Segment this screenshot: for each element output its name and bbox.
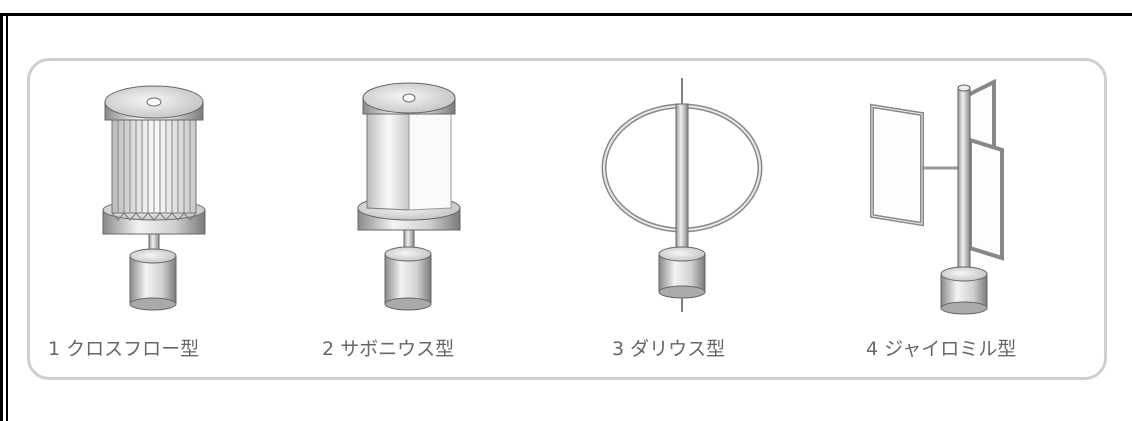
caption-savonius: 2 サボニウス型 [322, 334, 454, 361]
caption-number: 4 [866, 338, 879, 360]
frame-top-border [0, 13, 1132, 16]
caption-gyromill: 4 ジャイロミル型 [866, 334, 1016, 361]
frame-left-border [0, 13, 3, 421]
savonius-turbine-illustration [357, 82, 461, 311]
caption-number: 1 [48, 338, 61, 360]
caption-number: 2 [322, 338, 335, 360]
caption-label: ジャイロミル型 [884, 338, 1017, 360]
caption-cross-flow: 1 クロスフロー型 [48, 334, 199, 361]
turbine-panel [27, 58, 1107, 380]
caption-label: サボニウス型 [340, 338, 455, 360]
darrieus-turbine-illustration [601, 78, 763, 312]
caption-label: ダリウス型 [630, 338, 726, 360]
caption-darrieus: 3 ダリウス型 [612, 334, 725, 361]
frame-left-inner-border [6, 13, 8, 421]
caption-label: クロスフロー型 [66, 338, 200, 360]
caption-number: 3 [612, 338, 625, 360]
cross-flow-turbine-illustration [102, 85, 206, 311]
gyromill-turbine-illustration [870, 78, 1004, 315]
